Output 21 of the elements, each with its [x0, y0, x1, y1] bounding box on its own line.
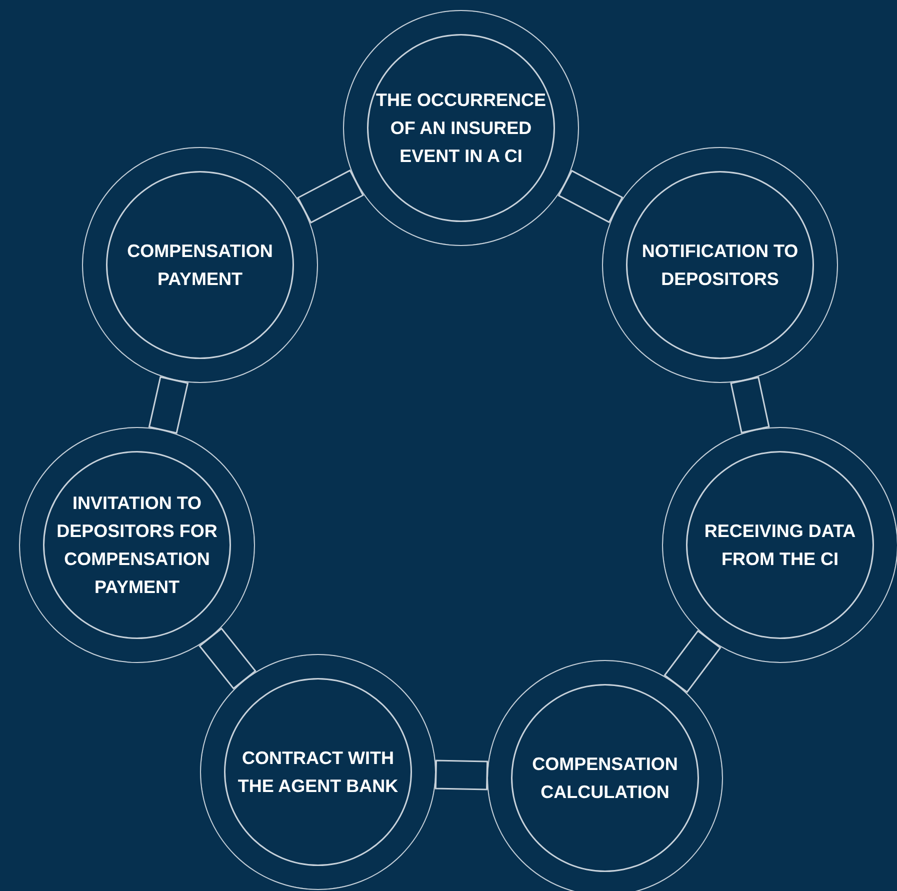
- double-circle: [662, 427, 897, 663]
- ribbon-connector: [558, 170, 624, 224]
- ribbon-connector: [148, 376, 189, 434]
- double-circle: [200, 654, 436, 890]
- ribbon-connector: [664, 630, 722, 694]
- double-circle: [82, 147, 318, 383]
- double-circle: [19, 427, 255, 663]
- step-label: RECEIVING DATA FROM THE CI: [703, 520, 857, 571]
- step-label: THE OCCURRENCE OF AN INSURED EVENT IN A CI: [376, 89, 546, 168]
- ribbon-connector: [730, 376, 770, 434]
- step-label: INVITATION TO DEPOSITORS FOR COMPENSATION PAYMENT: [56, 492, 218, 599]
- double-circle: [602, 147, 838, 383]
- step-label: CONTRACT WITH THE AGENT BANK: [236, 747, 400, 798]
- step-label: COMPENSATION PAYMENT: [126, 240, 274, 291]
- ribbon-connector: [296, 169, 364, 224]
- ribbon-connector: [198, 627, 256, 690]
- step-label: NOTIFICATION TO DEPOSITORS: [640, 240, 800, 291]
- double-circle: [487, 660, 723, 891]
- double-circle: [343, 10, 579, 246]
- step-label: COMPENSATION CALCULATION: [531, 753, 679, 804]
- ribbon-connector: [434, 760, 488, 790]
